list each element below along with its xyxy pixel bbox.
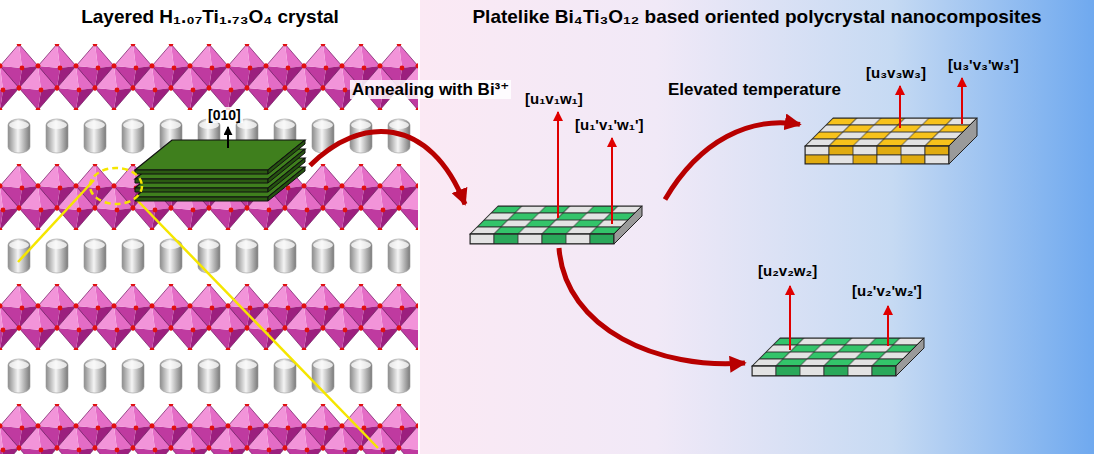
direction-arrow bbox=[899, 86, 901, 128]
label-holder: Layered H₁.₀₇Ti₁.₇₃O₄ crystal bbox=[0, 6, 420, 28]
platelet-front bbox=[752, 366, 896, 376]
orientation-label: [u₃'v₃'w₃'] bbox=[948, 56, 1019, 73]
composite-panel: Platelike Bi₄Ti₃O₁₂ based oriented polyc… bbox=[420, 0, 1094, 454]
panel-title: Layered H₁.₀₇Ti₁.₇₃O₄ crystal bbox=[81, 6, 339, 27]
platelet bbox=[135, 140, 305, 170]
oriented-platelet: [u₁v₁w₁] [u₁'v₁'w₁'] bbox=[465, 86, 665, 248]
octahedra-layer bbox=[0, 164, 418, 230]
platelet-top bbox=[470, 206, 642, 234]
process-arrow bbox=[559, 248, 745, 364]
platelet-stack-box: [010] bbox=[128, 104, 310, 216]
octahedra-layer bbox=[0, 284, 418, 350]
orientation-label: [u₃v₃w₃] bbox=[866, 64, 926, 81]
platelet-side bbox=[614, 206, 642, 244]
platelet-stack bbox=[135, 127, 305, 201]
label-holder: [u₁'v₁'w₁'] bbox=[575, 116, 643, 134]
platelet-edge bbox=[135, 188, 268, 192]
label-holder: [u₃'v₃'w₃'] bbox=[948, 56, 1019, 74]
panel-title: Platelike Bi₄Ti₃O₁₂ based oriented polyc… bbox=[472, 6, 1041, 27]
platelet-front bbox=[805, 146, 949, 164]
platelet-front bbox=[470, 234, 614, 244]
orientation-label: [u₁'v₁'w₁'] bbox=[575, 116, 643, 133]
crystal-structure bbox=[0, 44, 418, 454]
zoom-line bbox=[18, 180, 94, 262]
direction-arrow bbox=[887, 306, 889, 346]
orientation-label: [u₂v₂w₂] bbox=[758, 262, 817, 279]
crystal-panel: Layered H₁.₀₇Ti₁.₇₃O₄ crystal [010] bbox=[0, 0, 420, 454]
label-holder: [u₁v₁w₁] bbox=[525, 90, 583, 108]
zoom-lines bbox=[18, 180, 378, 448]
platelet-side bbox=[949, 118, 977, 164]
axis-label: [010] bbox=[206, 107, 243, 123]
orientation-label: [u₁v₁w₁] bbox=[525, 90, 583, 107]
edge-label: Elevated temperature bbox=[668, 80, 841, 99]
label-holder: Elevated temperature bbox=[668, 80, 841, 100]
oriented-platelet: [u₃v₃w₃] [u₃'v₃'w₃'] bbox=[800, 50, 1045, 170]
direction-arrow bbox=[557, 112, 559, 218]
direction-arrow bbox=[611, 138, 613, 224]
zoom-ellipse bbox=[90, 168, 142, 204]
platelet-edge bbox=[135, 170, 268, 174]
platelet-top bbox=[805, 118, 977, 146]
label-holder: [010] bbox=[206, 106, 243, 124]
interlayer-cations bbox=[0, 236, 418, 276]
platelet-top bbox=[752, 338, 924, 366]
zoom-line bbox=[136, 199, 378, 448]
platelet-edge bbox=[135, 197, 268, 201]
octahedra-layer bbox=[0, 404, 418, 454]
axis-arrow bbox=[227, 127, 229, 148]
process-arrow bbox=[310, 131, 465, 204]
label-holder: [u₂v₂w₂] bbox=[758, 262, 817, 280]
direction-arrow bbox=[789, 286, 791, 350]
label-holder: [u₃v₃w₃] bbox=[866, 64, 926, 82]
edge-label: Annealing with Bi³⁺ bbox=[350, 80, 511, 99]
process-arrow bbox=[665, 123, 800, 200]
platelet-2 bbox=[752, 286, 924, 376]
octahedra-layer bbox=[0, 44, 418, 110]
orientation-label: [u₂'v₂'w₂'] bbox=[852, 282, 922, 299]
label-holder: Platelike Bi₄Ti₃O₁₂ based oriented polyc… bbox=[420, 6, 1094, 28]
direction-arrow bbox=[961, 78, 963, 124]
platelet-edge bbox=[268, 140, 305, 174]
label-holder: [u₂'v₂'w₂'] bbox=[852, 282, 922, 300]
platelet-edge bbox=[135, 179, 268, 183]
platelet-side bbox=[896, 338, 924, 376]
interlayer-cations bbox=[0, 356, 418, 396]
label-holder: Annealing with Bi³⁺ bbox=[350, 80, 511, 100]
oriented-platelet: [u₂v₂w₂] [u₂'v₂'w₂'] bbox=[745, 258, 945, 380]
